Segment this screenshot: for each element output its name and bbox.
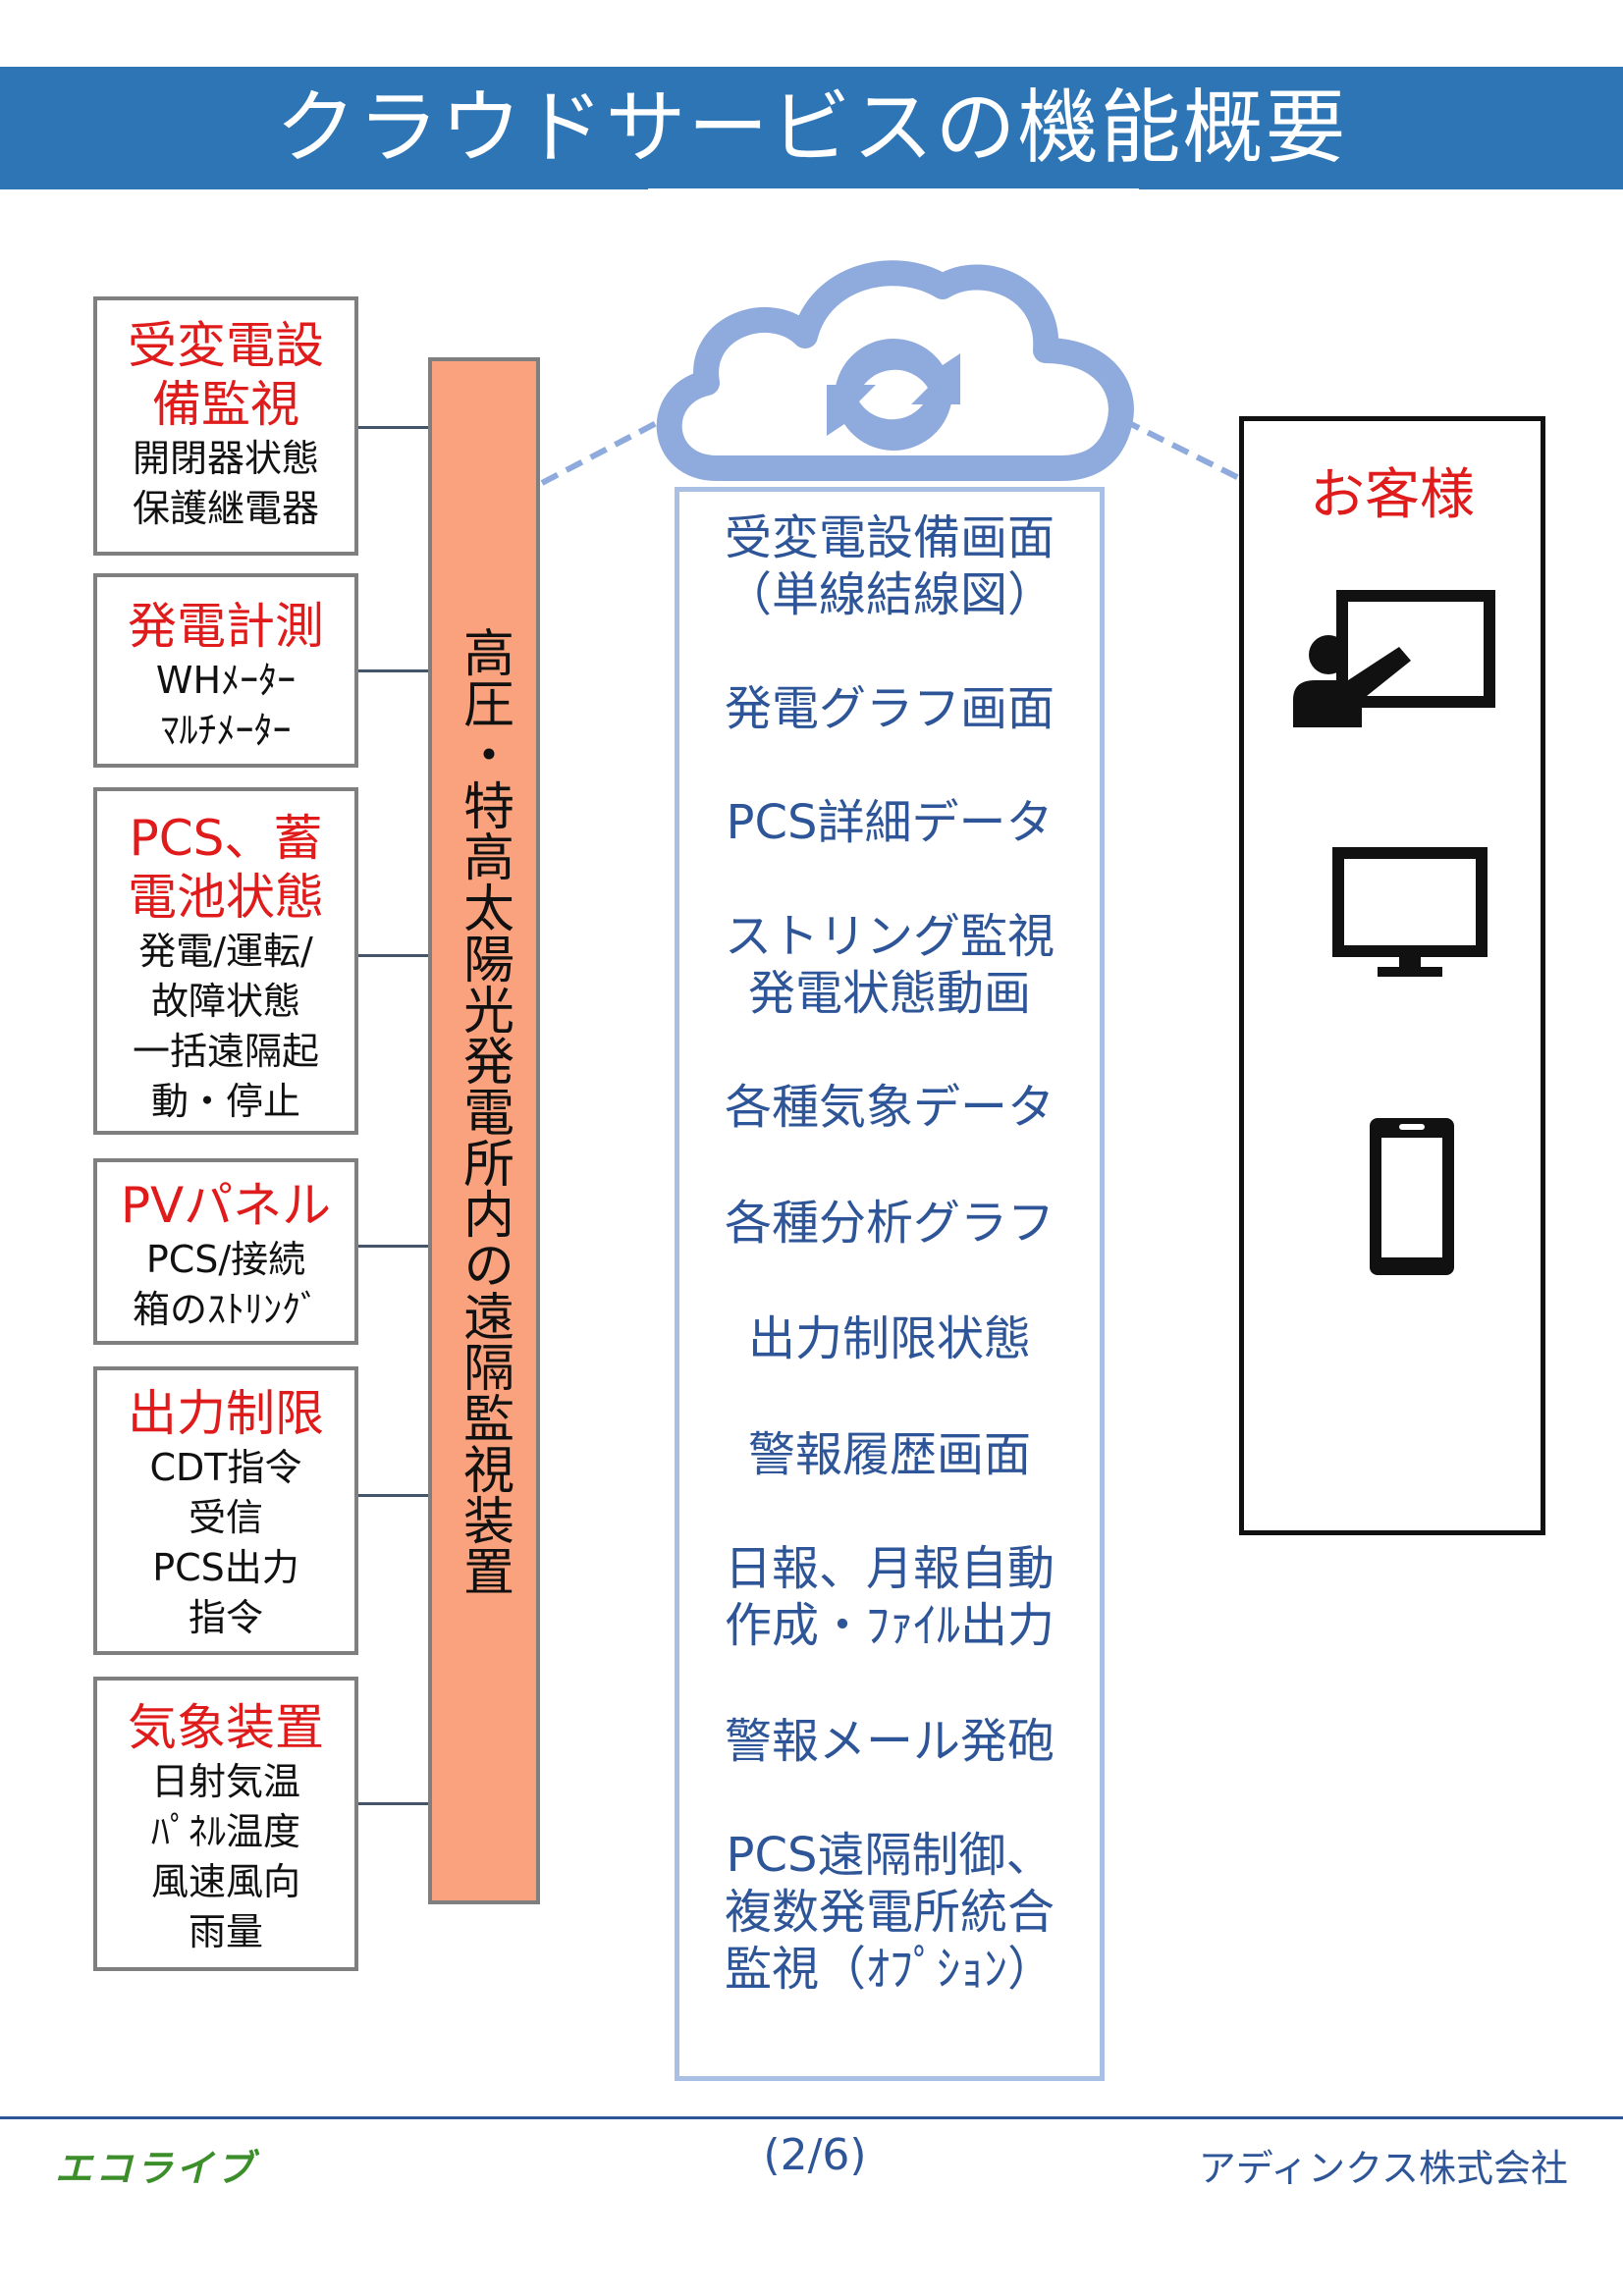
service-item: PCS詳細データ xyxy=(679,794,1100,851)
service-line: PCS遠隔制御、 xyxy=(726,1828,1054,1883)
device-title-line: PCS、蓄 xyxy=(129,810,323,867)
device-title-line: 電池状態 xyxy=(128,869,324,926)
service-line: 監視（ｵﾌﾟｼｮﾝ） xyxy=(724,1942,1055,1997)
device-sub-line: 雨量 xyxy=(188,1910,263,1953)
service-line: 日報、月報自動 xyxy=(724,1541,1055,1596)
service-line: （単線結線図） xyxy=(724,567,1055,622)
service-item: 警報メール発砲 xyxy=(679,1713,1100,1770)
page-number: (2/6) xyxy=(763,2130,867,2180)
connector-line xyxy=(358,426,428,429)
connector-line xyxy=(358,954,428,957)
page-title: クラウドサービスの機能概要 xyxy=(275,81,1348,175)
service-line: 発電グラフ画面 xyxy=(724,681,1055,736)
service-item: 日報、月報自動 作成・ﾌｧｲﾙ出力 xyxy=(679,1540,1100,1654)
service-item: 警報履歴画面 xyxy=(679,1426,1100,1483)
device-title-line: 気象装置 xyxy=(128,1699,324,1756)
service-line: 各種気象データ xyxy=(724,1080,1055,1135)
service-item: 受変電設備画面 （単線結線図） xyxy=(679,509,1100,623)
service-line: 複数発電所統合 xyxy=(724,1885,1055,1940)
device-sub-line: 一括遠隔起 xyxy=(132,1030,319,1073)
device-sub-line: CDT指令 xyxy=(149,1446,302,1489)
cloud-icon xyxy=(648,257,1139,493)
device-box-output-limit: 出力制限 CDT指令 受信 PCS出力 指令 xyxy=(93,1366,358,1655)
service-item: 各種分析グラフ xyxy=(679,1195,1100,1252)
device-box-pcs-battery: PCS、蓄 電池状態 発電/運転/ 故障状態 一括遠隔起 動・停止 xyxy=(93,787,358,1135)
cloud-dashed-link-left xyxy=(540,415,668,486)
monitor-icon xyxy=(1332,847,1488,977)
device-title-line: PVパネル xyxy=(120,1177,332,1234)
device-sub-line: 指令 xyxy=(188,1596,263,1639)
device-sub-line: WHﾒｰﾀｰ xyxy=(155,659,297,702)
connector-line xyxy=(358,669,428,672)
device-box-weather: 気象装置 日射気温 ﾊﾟﾈﾙ温度 風速風向 雨量 xyxy=(93,1677,358,1971)
service-line: 警報履歴画面 xyxy=(747,1427,1031,1482)
device-sub-line: 風速風向 xyxy=(150,1860,300,1903)
device-sub-line: ﾏﾙﾁﾒｰﾀｰ xyxy=(160,709,292,752)
device-sub-line: 動・停止 xyxy=(150,1080,300,1123)
device-box-power-meter: 発電計測 WHﾒｰﾀｰ ﾏﾙﾁﾒｰﾀｰ xyxy=(93,573,358,768)
service-item: 出力制限状態 xyxy=(679,1310,1100,1367)
service-line: 警報メール発砲 xyxy=(724,1714,1055,1769)
connector-line xyxy=(358,1494,428,1497)
service-item: ストリング監視 発電状態動画 xyxy=(679,908,1100,1022)
service-line: PCS詳細データ xyxy=(726,795,1054,850)
footer-logo: エコライブ xyxy=(55,2147,257,2190)
cloud-service-list: 受変電設備画面 （単線結線図） 発電グラフ画面 PCS詳細データ ストリング監視… xyxy=(675,487,1105,2081)
device-sub-line: PCS出力 xyxy=(152,1546,299,1589)
connector-line xyxy=(358,1802,428,1805)
device-box-pv-panel: PVパネル PCS/接続 箱のｽﾄﾘﾝｸﾞ xyxy=(93,1158,358,1345)
service-line: ストリング監視 xyxy=(724,909,1055,964)
device-sub-line: 開閉器状態 xyxy=(132,437,319,480)
device-sub-line: 発電/運転/ xyxy=(138,930,313,973)
service-line: 受変電設備画面 xyxy=(724,510,1055,565)
device-title-line: 受変電設 xyxy=(128,317,324,374)
device-title-line: 出力制限 xyxy=(128,1385,324,1442)
device-box-substation: 受変電設 備監視 開閉器状態 保護継電器 xyxy=(93,296,358,556)
service-item: 各種気象データ xyxy=(679,1079,1100,1136)
device-sub-line: PCS/接続 xyxy=(145,1238,306,1281)
service-line: 各種分析グラフ xyxy=(724,1196,1055,1251)
connector-line xyxy=(358,1245,428,1248)
service-item: PCS遠隔制御、 複数発電所統合 監視（ｵﾌﾟｼｮﾝ） xyxy=(679,1827,1100,1998)
smartphone-icon xyxy=(1370,1118,1454,1275)
presentation-icon xyxy=(1293,590,1495,727)
sync-icon xyxy=(827,339,960,451)
cloud-dashed-link-right xyxy=(1121,417,1243,482)
remote-monitor-device-label: 高圧・特高太陽光発電所内の遠隔監視装置 xyxy=(454,626,514,1596)
title-underline xyxy=(648,188,1139,191)
title-banner: クラウドサービスの機能概要 xyxy=(0,67,1623,189)
company-name: アディンクス株式会社 xyxy=(1198,2147,1568,2190)
device-title-line: 備監視 xyxy=(152,376,299,433)
service-item: 発電グラフ画面 xyxy=(679,680,1100,737)
customer-title: お客様 xyxy=(1310,463,1475,527)
device-sub-line: 受信 xyxy=(188,1496,263,1539)
footer-divider xyxy=(0,2116,1623,2119)
device-sub-line: 保護継電器 xyxy=(132,487,319,530)
customer-box: お客様 xyxy=(1239,416,1545,1535)
device-sub-line: 日射気温 xyxy=(150,1760,300,1803)
remote-monitor-device-bar: 高圧・特高太陽光発電所内の遠隔監視装置 xyxy=(428,357,540,1904)
device-title-line: 発電計測 xyxy=(128,598,324,655)
service-line: 発電状態動画 xyxy=(747,966,1031,1021)
device-sub-line: ﾊﾟﾈﾙ温度 xyxy=(150,1810,300,1853)
service-line: 作成・ﾌｧｲﾙ出力 xyxy=(724,1598,1055,1653)
device-sub-line: 箱のｽﾄﾘﾝｸﾞ xyxy=(132,1288,319,1331)
device-sub-line: 故障状態 xyxy=(150,980,300,1023)
service-line: 出力制限状態 xyxy=(747,1311,1031,1366)
